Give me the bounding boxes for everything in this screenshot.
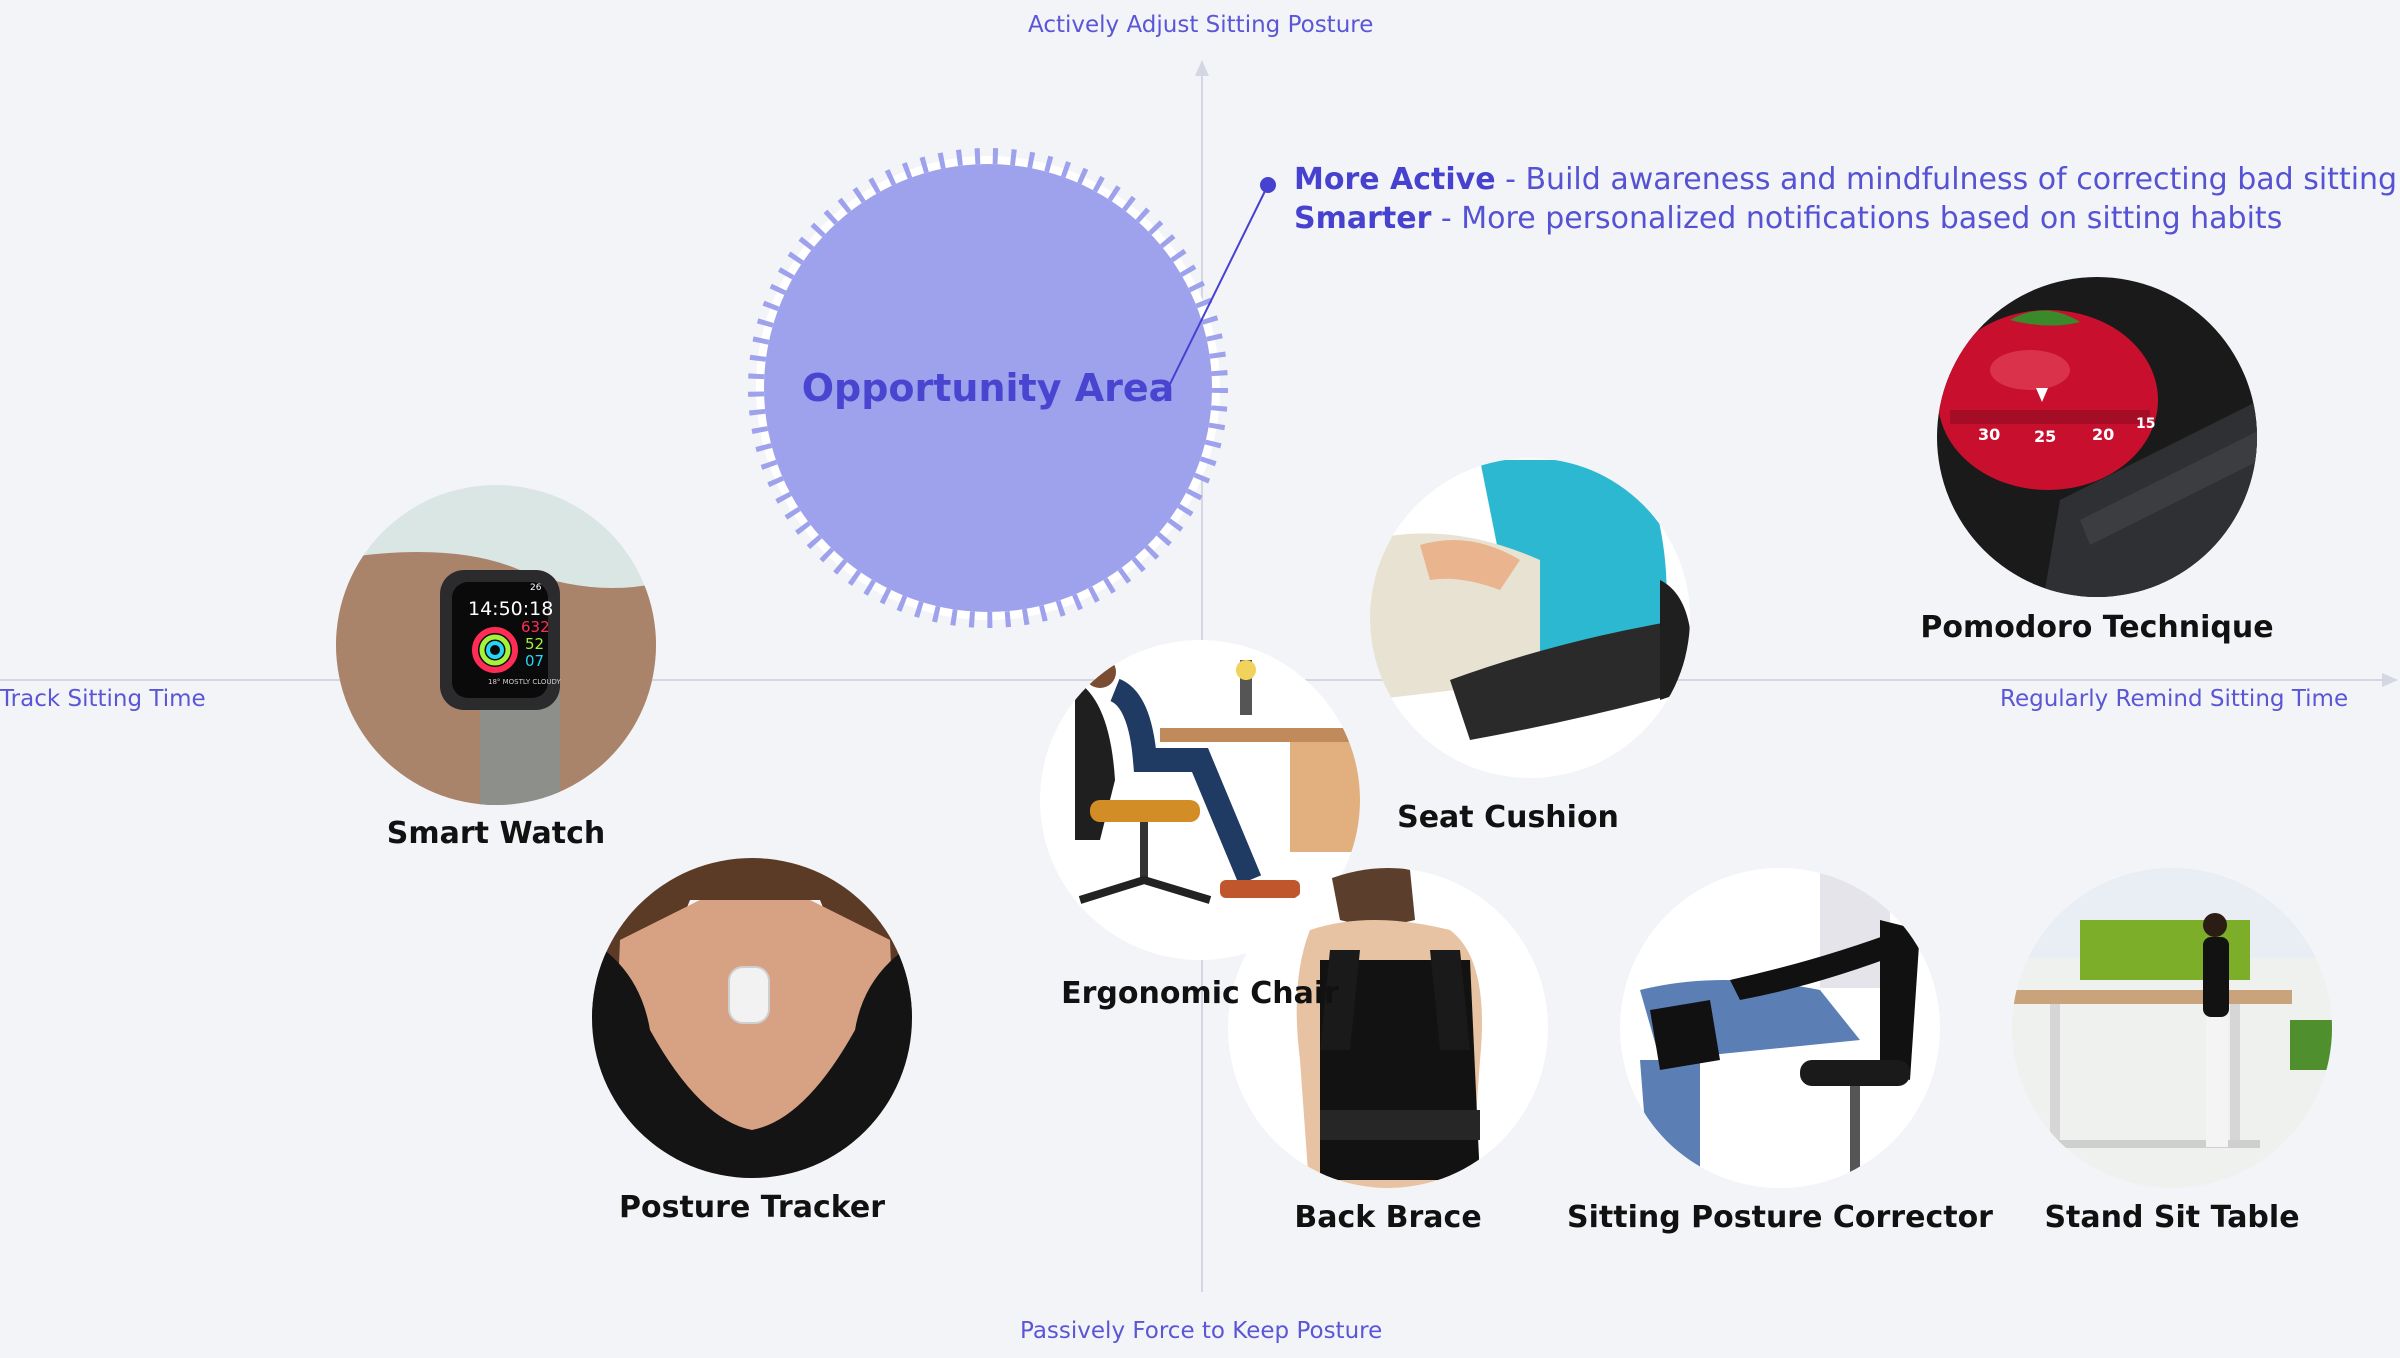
timer-mark-15: 15 [2136, 416, 2155, 432]
watch-move: 632 [521, 618, 550, 636]
back-brace-image [1228, 868, 1548, 1188]
sitting-corrector-image [1620, 868, 1940, 1188]
label-back-brace: Back Brace [1294, 1200, 1482, 1235]
callout-line-2: Smarter - More personalized notification… [1294, 199, 2397, 238]
label-smart-watch: Smart Watch [386, 816, 606, 851]
pomodoro-image: 30 25 20 15 [1937, 277, 2257, 597]
watch-date: 26 [530, 583, 542, 593]
label-sitting-corrector: Sitting Posture Corrector [1567, 1200, 1993, 1235]
opportunity-circle [764, 164, 1212, 612]
watch-exercise: 52 [525, 635, 544, 653]
horizontal-axis-arrow [2382, 673, 2398, 687]
callout-text-more-active: - Build awareness and mindfulness of cor… [1495, 162, 2398, 197]
opportunity-area [748, 148, 1228, 628]
timer-mark-30: 30 [1978, 425, 2000, 444]
axis-label-bottom: Passively Force to Keep Posture [1020, 1318, 1383, 1344]
label-posture-tracker: Posture Tracker [618, 1190, 886, 1225]
posture-tracker-image [592, 858, 912, 1178]
callout-connector [1167, 177, 1276, 389]
watch-time: 14:50:18 [468, 598, 553, 620]
stand-sit-table-image [2012, 868, 2332, 1188]
opportunity-area-label: Opportunity Area [801, 366, 1175, 410]
axis-label-left: Track Sitting Time [0, 686, 206, 712]
callout-text: More Active - Build awareness and mindfu… [1294, 160, 2397, 238]
label-ergonomic-chair: Ergonomic Chair [1061, 976, 1339, 1011]
seat-cushion-image [1370, 458, 1690, 778]
label-pomodoro: Pomodoro Technique [1920, 610, 2274, 645]
callout-dot [1260, 177, 1276, 193]
axis-label-right: Regularly Remind Sitting Time [2000, 686, 2349, 712]
callout-keyword-smarter: Smarter [1294, 201, 1432, 236]
timer-mark-20: 20 [2092, 425, 2114, 444]
callout-keyword-more-active: More Active [1294, 162, 1496, 197]
watch-weather: 18° MOSTLY CLOUDY [488, 678, 562, 686]
label-stand-sit-table: Stand Sit Table [2044, 1200, 2300, 1235]
callout-line-1: More Active - Build awareness and mindfu… [1294, 160, 2397, 199]
label-seat-cushion: Seat Cushion [1397, 800, 1619, 835]
timer-mark-25: 25 [2034, 427, 2056, 446]
axis-label-top: Actively Adjust Sitting Posture [1028, 12, 1374, 38]
smart-watch-image: 14:50:18 632 52 07 18° MOSTLY CLOUDY 26 [336, 485, 656, 805]
vertical-axis-arrow [1195, 60, 1209, 76]
callout-text-smarter: - More personalized notifications based … [1431, 201, 2283, 236]
watch-stand: 07 [525, 652, 544, 670]
